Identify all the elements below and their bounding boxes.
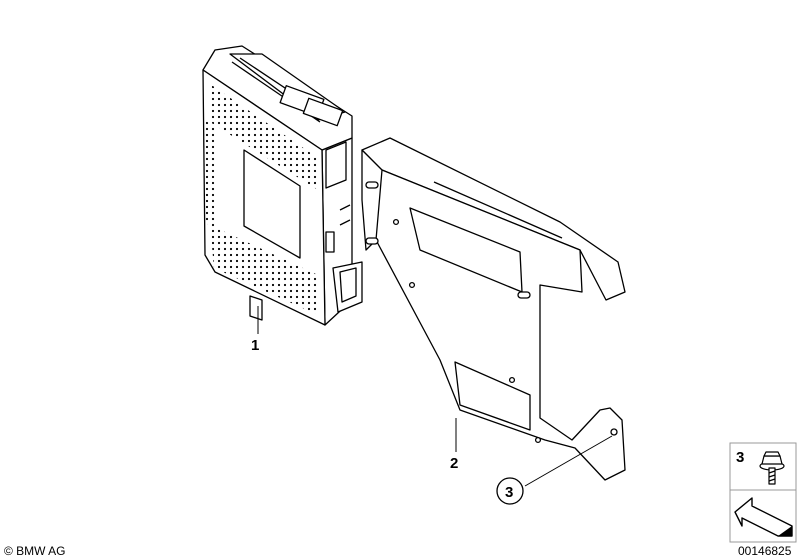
callout-part-2: 2 [450, 455, 458, 472]
copyright-label: © BMW AG [4, 544, 66, 558]
callout-part-3: 3 [505, 484, 513, 501]
callout-part-1: 1 [251, 337, 259, 354]
legend-screw-number: 3 [736, 449, 744, 466]
leader-lines [257, 306, 613, 487]
callout-circle-part-3 [496, 477, 524, 505]
hex-flange-screw-icon [759, 451, 785, 485]
isometric-arrow-icon [734, 497, 793, 537]
mounting-bracket[interactable] [361, 137, 626, 481]
diagram-id: 00146825 [738, 544, 792, 558]
electronic-module-box[interactable] [202, 45, 363, 326]
